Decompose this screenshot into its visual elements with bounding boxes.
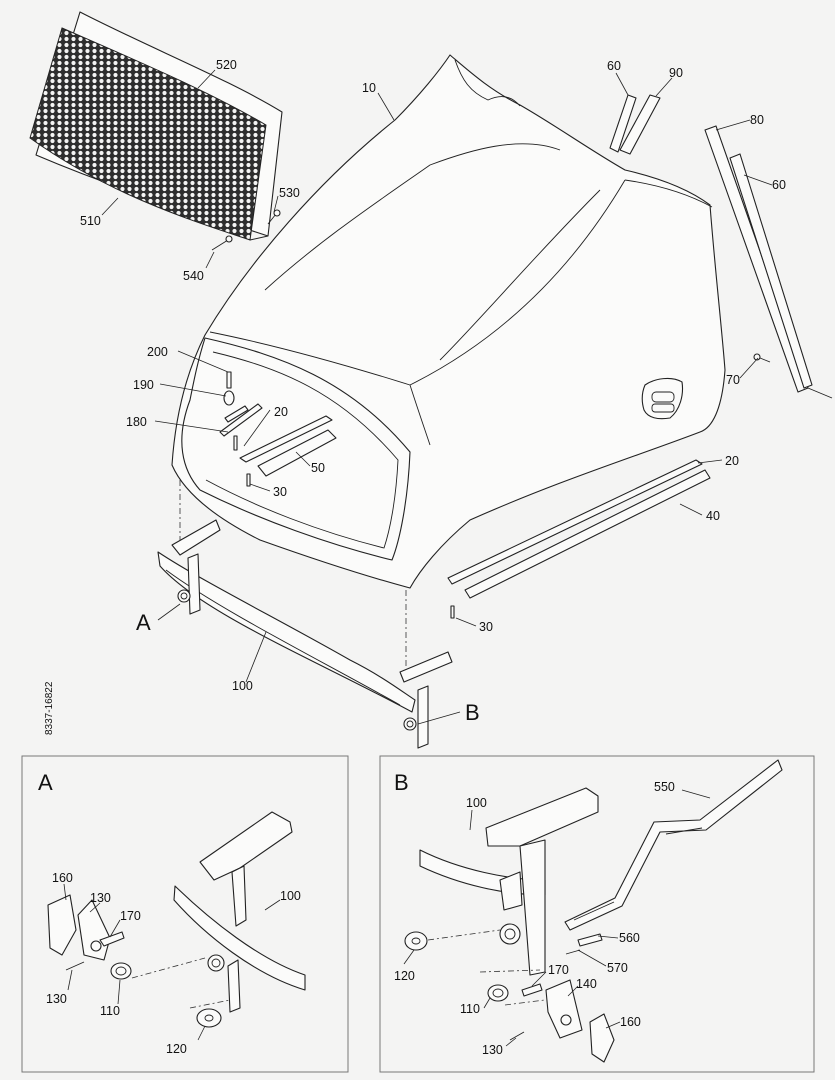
screw-530 — [267, 209, 281, 225]
main-exploded-view: 10 520 510 530 540 60 90 80 60 70 200 19… — [29, 11, 833, 749]
side-rails — [447, 459, 711, 619]
detail-a-title: A — [38, 770, 53, 795]
detail-a-drawing — [47, 811, 306, 1028]
screw-540 — [211, 235, 233, 251]
callout-30b: 30 — [479, 620, 493, 634]
callout-200: 200 — [147, 345, 168, 359]
detail-a-panel: A — [21, 755, 349, 1073]
detail-b-drawing — [404, 759, 783, 1063]
callout-70: 70 — [726, 373, 740, 387]
callout-a-110: 110 — [100, 1004, 120, 1018]
callout-510: 510 — [80, 214, 101, 228]
seal-strips-upper — [609, 94, 833, 399]
drawing-reference-number: 8337-16822 — [44, 681, 55, 735]
callout-b-550: 550 — [654, 780, 675, 794]
callout-a-160: 160 — [52, 871, 73, 885]
callout-A: A — [136, 610, 151, 635]
callout-50: 50 — [311, 461, 325, 475]
detail-b-panel: B — [379, 755, 815, 1073]
callout-a-130-top: 130 — [90, 891, 111, 905]
leader-lines-a — [63, 883, 281, 1041]
callout-b-110: 110 — [460, 1002, 480, 1016]
callout-60a: 60 — [607, 59, 621, 73]
detail-a-frame — [21, 755, 349, 1073]
callout-190: 190 — [133, 378, 154, 392]
callout-b-120: 120 — [394, 969, 415, 983]
callout-a-130-bottom: 130 — [46, 992, 67, 1006]
leader-lines-main — [101, 69, 773, 725]
leader-lines-b — [403, 789, 711, 1047]
callout-a-120: 120 — [166, 1042, 187, 1056]
callout-520: 520 — [216, 58, 237, 72]
callouts-b: 550 100 560 570 120 170 140 110 160 130 — [394, 780, 675, 1057]
callout-b-170: 170 — [548, 963, 569, 977]
callout-b-570: 570 — [607, 961, 628, 975]
callout-b-560: 560 — [619, 931, 640, 945]
callout-b-100: 100 — [466, 796, 487, 810]
callout-b-130: 130 — [482, 1043, 503, 1057]
callout-540: 540 — [183, 269, 204, 283]
callout-180: 180 — [126, 415, 147, 429]
grille-panel — [29, 11, 283, 241]
callout-b-160: 160 — [620, 1015, 641, 1029]
callout-B: B — [465, 700, 480, 725]
callout-b-140: 140 — [576, 977, 597, 991]
callout-60b: 60 — [772, 178, 786, 192]
callout-80: 80 — [750, 113, 764, 127]
callout-530: 530 — [279, 186, 300, 200]
callout-90: 90 — [669, 66, 683, 80]
detail-b-frame — [379, 755, 815, 1073]
callouts-main: 10 520 510 530 540 60 90 80 60 70 200 19… — [44, 58, 786, 735]
windshield-hardware — [219, 371, 263, 451]
detail-b-title: B — [394, 770, 409, 795]
callout-20b: 20 — [725, 454, 739, 468]
callout-30a: 30 — [273, 485, 287, 499]
callout-a-170: 170 — [120, 909, 141, 923]
callouts-a: 160 130 170 100 130 110 120 — [46, 871, 301, 1056]
callout-20a: 20 — [274, 405, 288, 419]
callout-100: 100 — [232, 679, 253, 693]
callout-10: 10 — [362, 81, 376, 95]
callout-40: 40 — [706, 509, 720, 523]
hood-frame — [157, 480, 453, 749]
callout-a-100: 100 — [280, 889, 301, 903]
